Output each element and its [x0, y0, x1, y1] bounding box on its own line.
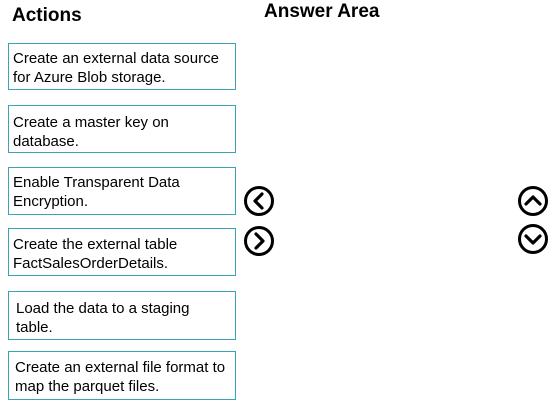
- action-item-line: Create an external data source: [13, 50, 219, 67]
- action-item-line: Create the external table: [13, 236, 178, 253]
- action-item[interactable]: Create a master key on database.: [8, 105, 236, 153]
- chevron-right-icon: [254, 232, 265, 250]
- action-item-line: FactSalesOrderDetails.: [13, 255, 169, 272]
- action-item-line: for Azure Blob storage.: [13, 69, 166, 86]
- answer-area-dropzone[interactable]: [282, 34, 510, 404]
- action-item[interactable]: Create an external data source for Azure…: [8, 43, 236, 90]
- move-up-button[interactable]: [518, 186, 548, 216]
- action-item-line: Load the data to a staging: [16, 300, 190, 317]
- action-item-line: map the parquet files.: [15, 378, 160, 395]
- action-item-line: database.: [13, 133, 79, 150]
- chevron-up-icon: [524, 195, 542, 206]
- action-item-line: Create an external file format to: [15, 359, 226, 376]
- action-item-line: Create a master key on: [13, 114, 169, 131]
- action-item[interactable]: Enable Transparent Data Encryption.: [8, 167, 236, 215]
- action-item[interactable]: Load the data to a staging table.: [8, 291, 236, 340]
- move-left-button[interactable]: [244, 186, 274, 216]
- action-item-line: Enable Transparent Data: [13, 174, 180, 191]
- actions-heading: Actions: [12, 5, 82, 26]
- move-down-button[interactable]: [518, 224, 548, 254]
- action-item-line: Encryption.: [13, 193, 89, 210]
- chevron-down-icon: [524, 234, 542, 245]
- answer-area-heading: Answer Area: [264, 1, 380, 22]
- action-item[interactable]: Create an external file format to map th…: [8, 351, 236, 400]
- action-item-line: table.: [16, 319, 53, 336]
- action-item[interactable]: Create the external table FactSalesOrder…: [8, 228, 236, 276]
- move-right-button[interactable]: [244, 226, 274, 256]
- chevron-left-icon: [253, 192, 264, 210]
